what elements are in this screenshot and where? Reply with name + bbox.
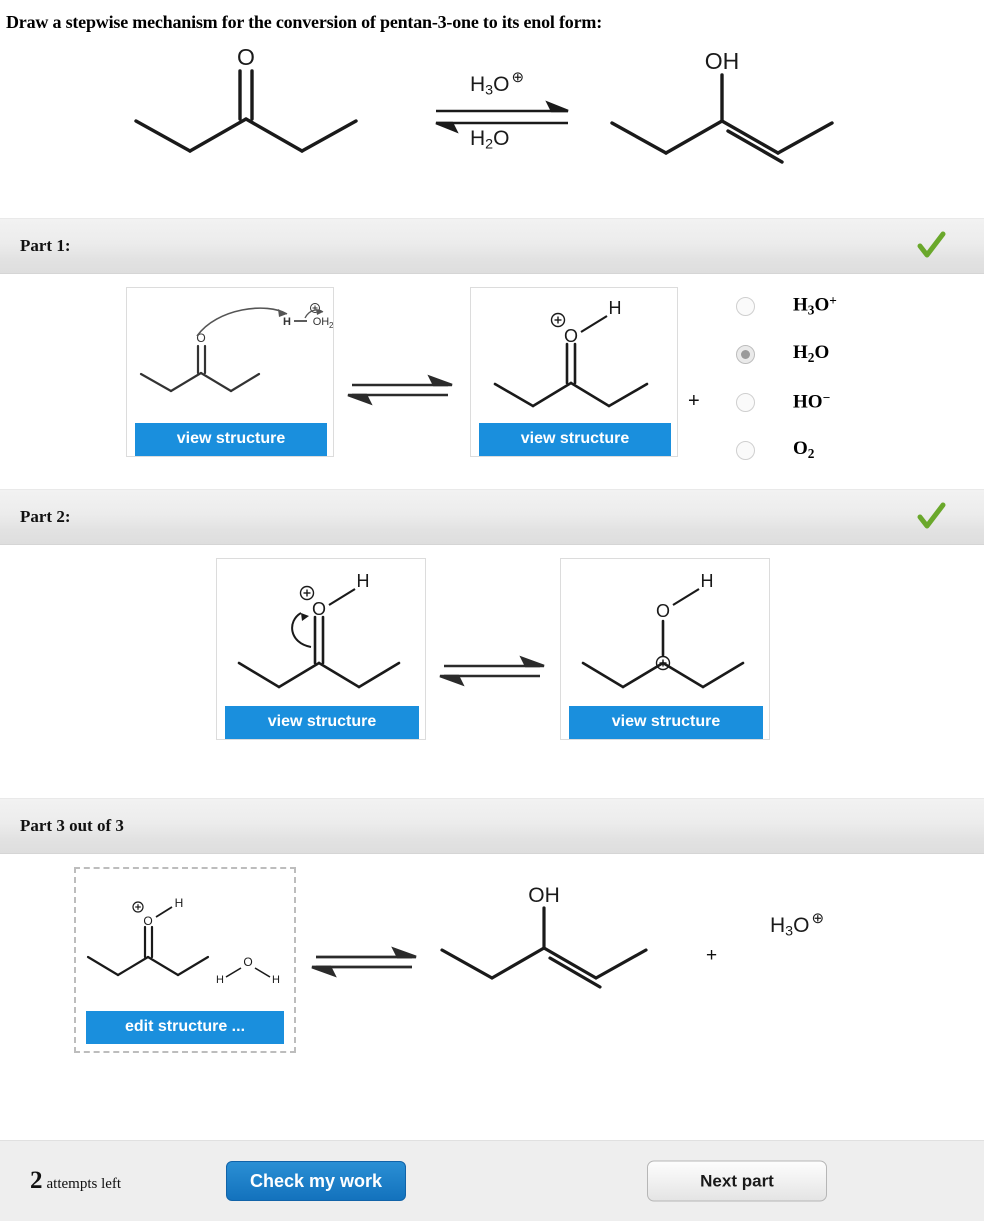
part-3-label: Part 3 out of 3 xyxy=(20,816,124,835)
svg-text:H: H xyxy=(609,298,622,318)
part-3-product-structure: OH xyxy=(430,872,680,1012)
radio-o2[interactable] xyxy=(736,440,755,460)
svg-text:H: H xyxy=(216,974,224,986)
part-3-body: O H O H H edit structure ... xyxy=(0,854,984,1080)
svg-text:O: O xyxy=(243,955,252,969)
part-3-plus-sign: + xyxy=(706,945,718,966)
part-2-left-structure-card[interactable]: O H view structure xyxy=(216,558,426,740)
reagent-below-arrow: H2O xyxy=(470,127,510,153)
part-1-complete-check-icon xyxy=(917,231,946,258)
part-1-plus-sign: + xyxy=(688,390,700,412)
part-2-right-structure-drawing: O H xyxy=(561,559,769,706)
part-1-header: Part 1: xyxy=(0,218,984,274)
svg-text:O: O xyxy=(312,599,326,619)
svg-text:H: H xyxy=(272,974,280,986)
part-1-body: O H OH 2 view structure xyxy=(0,274,984,489)
part-1-left-structure-drawing: O H OH 2 xyxy=(127,288,334,423)
reactant-structure: O xyxy=(110,43,390,183)
equilibrium-arrow-main xyxy=(430,53,580,173)
part-2-body: O H view structure xyxy=(0,545,984,798)
check-my-work-button[interactable]: Check my work xyxy=(226,1161,406,1201)
part-2-label: Part 2: xyxy=(20,507,71,526)
svg-text:O: O xyxy=(196,331,205,345)
option-row-h2o[interactable]: H2O xyxy=(736,330,837,378)
part-1-left-structure-card[interactable]: O H OH 2 view structure xyxy=(126,287,334,457)
page-title: Draw a stepwise mechanism for the conver… xyxy=(6,12,602,32)
svg-text:H: H xyxy=(701,571,714,591)
overall-reaction-scheme: O H3O⊕ H2O OH xyxy=(0,33,984,218)
option-row-ho-minus[interactable]: HO− xyxy=(736,378,837,426)
part-2-header: Part 2: xyxy=(0,489,984,545)
svg-text:O: O xyxy=(656,601,670,621)
part-1-right-structure-card[interactable]: O H view structure xyxy=(470,287,678,457)
part-3-equilibrium-arrow xyxy=(311,941,422,981)
part-3-structure-drawing: O H O H H xyxy=(76,869,294,1011)
part-2-left-structure-drawing: O H xyxy=(217,559,425,706)
part-3-answer-structure-card[interactable]: O H O H H edit structure ... xyxy=(74,867,296,1053)
svg-text:O: O xyxy=(143,914,152,928)
next-part-button[interactable]: Next part xyxy=(647,1160,827,1202)
attempts-count: 2 xyxy=(30,1167,43,1194)
carbonyl-oxygen-label: O xyxy=(237,44,255,70)
reagent-above-arrow: H3O⊕ xyxy=(470,69,525,99)
part-3-byproduct-hydronium: H3O⊕ xyxy=(770,910,825,940)
option-row-o2[interactable]: O2 xyxy=(736,426,837,474)
radio-ho-minus[interactable] xyxy=(736,392,755,412)
part-2-right-structure-card[interactable]: O H view structure xyxy=(560,558,770,740)
hydroxyl-label: OH xyxy=(705,48,740,74)
option-label-h3o-plus: H3O+ xyxy=(793,293,837,318)
part-1-right-view-structure-button[interactable]: view structure xyxy=(479,423,671,456)
part-3-product-hydroxyl-label: OH xyxy=(528,884,560,907)
part-2-left-view-structure-button[interactable]: view structure xyxy=(225,706,419,739)
part-3-header: Part 3 out of 3 xyxy=(0,798,984,854)
svg-text:H: H xyxy=(283,316,291,328)
product-structure: OH xyxy=(600,41,870,186)
part-1-label: Part 1: xyxy=(20,236,71,255)
radio-h3o-plus[interactable] xyxy=(736,296,755,316)
part-1-equilibrium-arrow xyxy=(347,369,458,409)
option-label-h2o: H2O xyxy=(793,342,830,365)
svg-text:H: H xyxy=(357,571,370,591)
svg-text:H: H xyxy=(175,896,184,910)
radio-h2o[interactable] xyxy=(736,344,755,364)
part-3-edit-structure-button[interactable]: edit structure ... xyxy=(86,1011,284,1044)
svg-text:2: 2 xyxy=(329,321,334,330)
attempts-label: attempts left xyxy=(46,1176,122,1192)
option-label-o2: O2 xyxy=(793,438,815,461)
part-1-options-group[interactable]: H3O+ H2O HO− O2 xyxy=(736,282,837,474)
option-label-ho-minus: HO− xyxy=(793,390,831,413)
part-2-equilibrium-arrow xyxy=(439,650,550,690)
part-1-left-view-structure-button[interactable]: view structure xyxy=(135,423,327,456)
part-2-right-view-structure-button[interactable]: view structure xyxy=(569,706,763,739)
svg-text:OH: OH xyxy=(313,316,330,328)
part-1-right-structure-drawing: O H xyxy=(471,288,677,423)
option-row-h3o-plus[interactable]: H3O+ xyxy=(736,282,837,330)
svg-text:O: O xyxy=(564,326,578,346)
part-2-complete-check-icon xyxy=(917,502,946,529)
